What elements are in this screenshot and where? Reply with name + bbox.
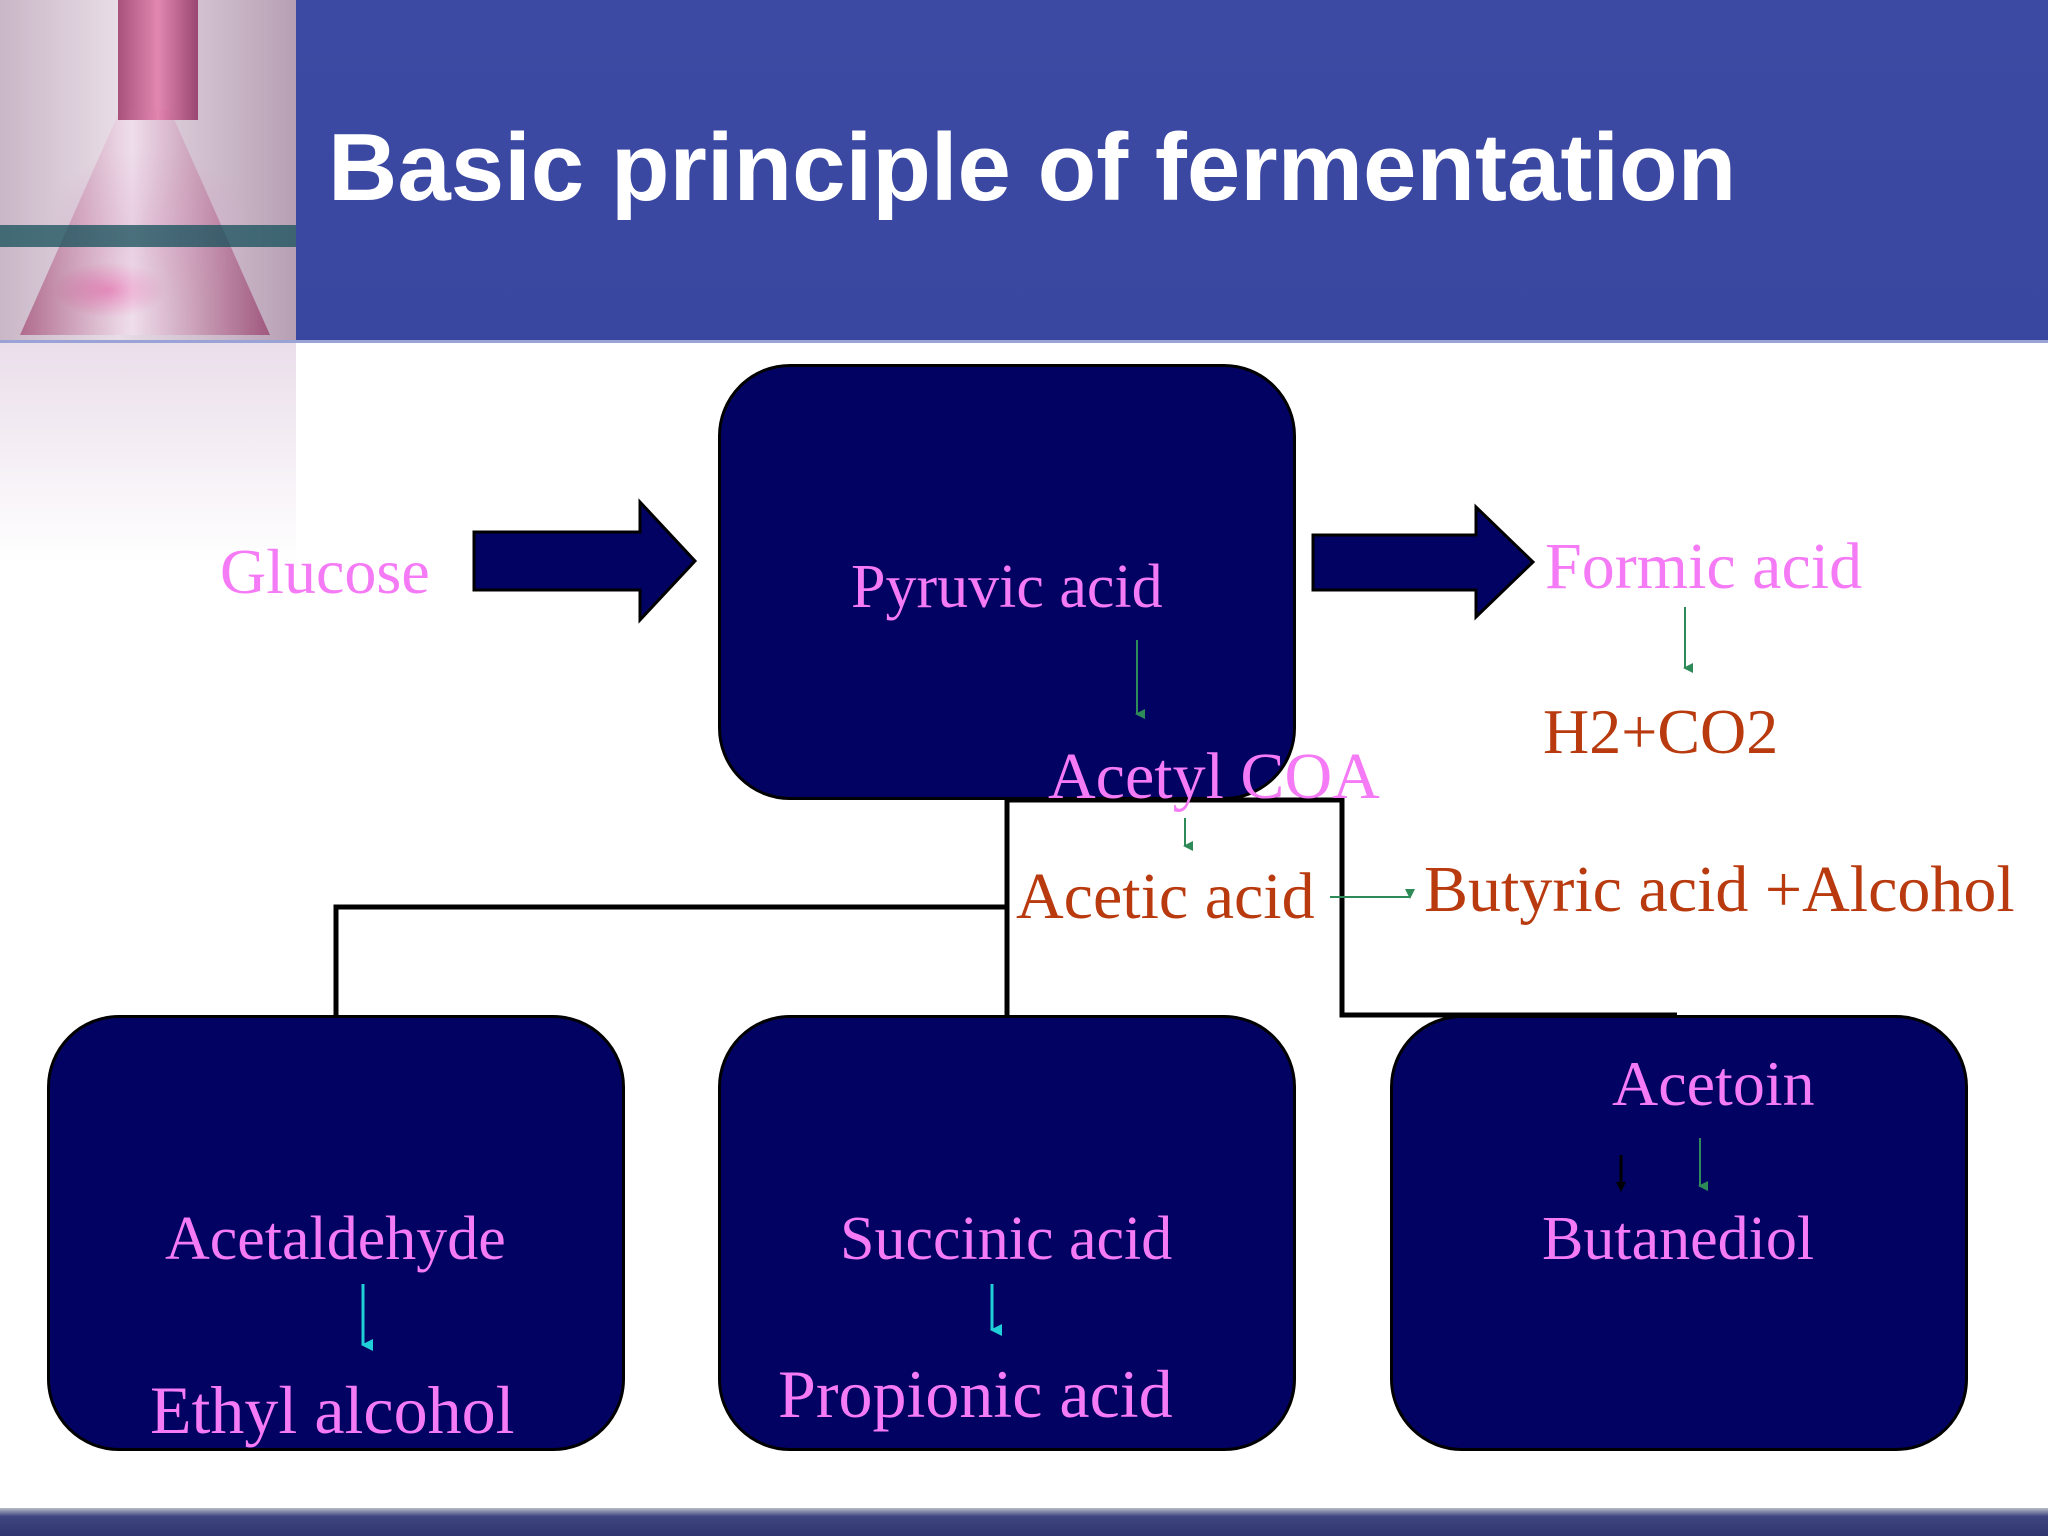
acetic-acid-label: Acetic acid [1016,860,1315,933]
flask-reflection [0,343,296,563]
glucose-label: Glucose [220,536,430,607]
acetaldehyde-box [47,1015,625,1451]
formic-acid-label: Formic acid [1545,530,1863,603]
flask-image [0,0,296,340]
acetoin-dark-arrowhead [1616,1182,1626,1192]
slide-footer [0,1508,2048,1536]
acetoin-box [1390,1015,1968,1451]
butanediol-label: Butanediol [1542,1205,1815,1273]
slide-title: Basic principle of fermentation [328,114,1737,221]
succinic-acid-box [718,1015,1296,1451]
h2-co2-label: H2+CO2 [1543,696,1779,767]
slide-header: Basic principle of fermentation [0,0,2048,343]
acetyl-coa-label: Acetyl COA [1048,740,1380,813]
propionic-acid-label: Propionic acid [778,1356,1173,1432]
butyric-alcohol-label: Butyric acid +Alcohol [1424,853,2015,926]
branch-lines [333,797,1677,1018]
glucose-to-pyruvic-arrow [472,498,698,624]
pyruvic-to-formic-arrow [1311,503,1536,621]
flask-band [0,225,296,247]
pyruvic-acid-label: Pyruvic acid [851,553,1163,621]
acetoin-label: Acetoin [1612,1048,1815,1119]
flask-neck [118,0,198,120]
ethyl-alcohol-label: Ethyl alcohol [150,1372,515,1448]
acetaldehyde-label: Acetaldehyde [165,1205,506,1273]
pyruvic-acid-box [718,364,1296,800]
succinic-acid-label: Succinic acid [840,1205,1173,1273]
